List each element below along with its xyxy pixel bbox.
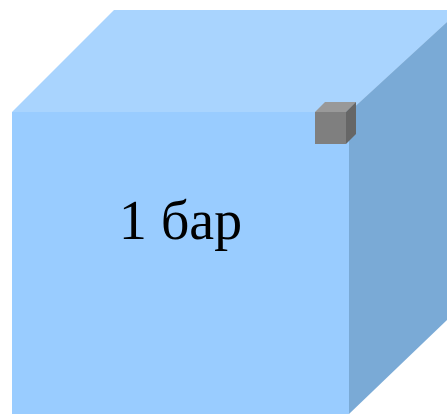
cube-side-face [349,22,447,414]
small-cube-side-face [346,102,356,144]
cube-label: 1 бар [118,190,243,252]
cube-front-face [12,112,349,414]
small-cube-front-face [315,112,346,144]
small-cube [315,102,356,144]
cube-top-face [12,10,447,112]
small-cube-top-face [315,102,356,112]
